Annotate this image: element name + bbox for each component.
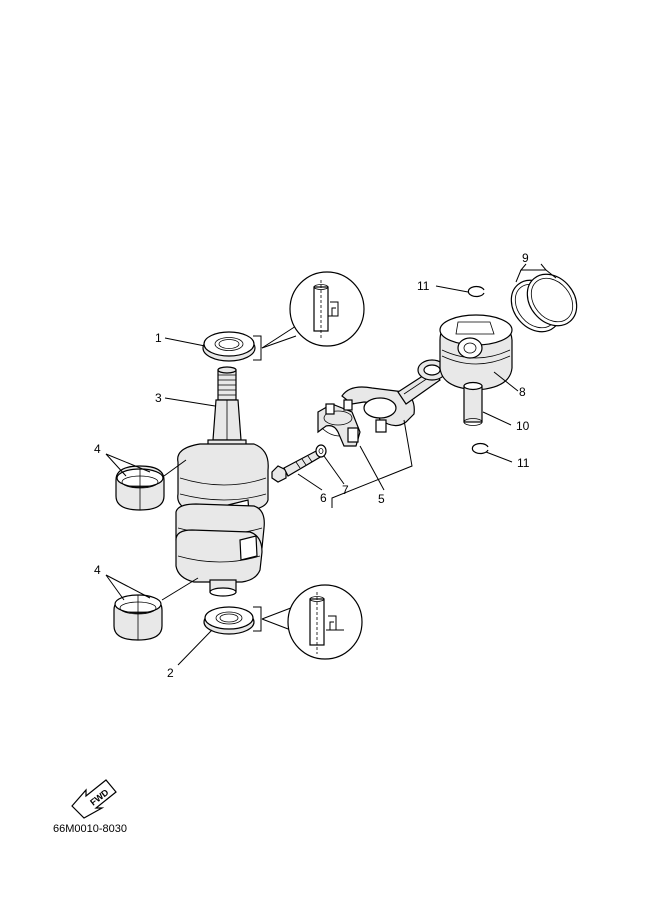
callout-7: 7 xyxy=(342,483,349,497)
callout-4-lower: 4 xyxy=(94,563,101,577)
oil-seal-bottom xyxy=(203,606,255,635)
crankshaft xyxy=(175,366,269,597)
callout-8: 8 xyxy=(519,385,526,399)
callout-10: 10 xyxy=(516,419,530,433)
fwd-arrow-icon: FWD xyxy=(71,779,117,819)
piston-pin-clip-bottom xyxy=(471,442,489,455)
callout-11-top: 11 xyxy=(417,279,430,293)
callout-5: 5 xyxy=(378,492,385,506)
washer xyxy=(315,444,327,458)
piston-pin xyxy=(463,381,483,426)
piston xyxy=(439,314,513,391)
connecting-rod xyxy=(341,359,447,433)
connecting-rod-cap xyxy=(317,403,361,447)
crank-bearing-upper xyxy=(115,465,165,511)
callout-2: 2 xyxy=(167,666,174,680)
crank-bearing-lower xyxy=(113,594,163,641)
piston-pin-clip-top xyxy=(467,285,485,298)
piston-rings xyxy=(510,273,578,333)
oil-seal-top xyxy=(202,331,256,362)
diagram-code: 66M0010-8030 xyxy=(53,823,127,835)
callout-9: 9 xyxy=(522,251,529,265)
callout-1: 1 xyxy=(155,331,162,345)
connecting-rod-bolt xyxy=(271,449,323,483)
callout-4-upper: 4 xyxy=(94,442,101,456)
leader-lines xyxy=(105,263,557,666)
callout-3: 3 xyxy=(155,391,162,405)
seal-detail-callout-bottom xyxy=(253,584,363,660)
callout-11-bottom: 11 xyxy=(517,456,530,470)
callout-6: 6 xyxy=(320,491,327,505)
seal-detail-callout-top xyxy=(253,271,365,361)
